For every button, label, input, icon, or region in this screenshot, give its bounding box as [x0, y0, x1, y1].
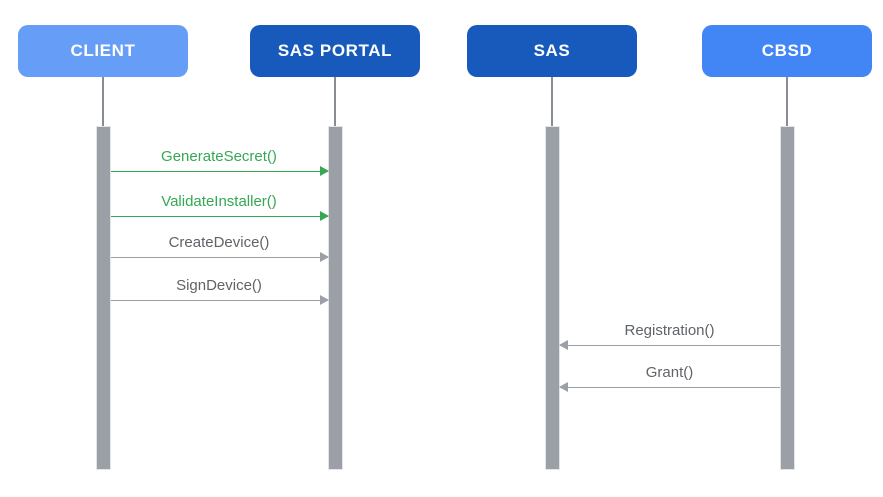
message-arrow-line [559, 386, 780, 388]
lifeline-client [102, 77, 104, 126]
message-label-create-device: CreateDevice() [168, 234, 270, 251]
message-validate-installer: ValidateInstaller() [110, 191, 329, 222]
message-label-registration: Registration() [624, 322, 715, 339]
message-arrow-line [110, 170, 328, 172]
actor-label-client: CLIENT [70, 41, 136, 60]
actor-label-cbsd: CBSD [761, 41, 813, 60]
message-label-sign-device: SignDevice() [176, 277, 262, 294]
actor-box-cbsd: CBSD [702, 25, 872, 77]
activation-bar-client [95, 126, 111, 470]
message-grant: Grant() [558, 362, 780, 393]
actor-box-sas: SAS [467, 25, 637, 77]
message-create-device: CreateDevice() [110, 232, 329, 263]
message-label-validate-installer: ValidateInstaller() [161, 193, 277, 210]
arrowhead-icon [319, 166, 329, 177]
arrowhead-icon [319, 295, 329, 306]
message-arrow-line [559, 344, 780, 346]
activation-bar-sas-portal [327, 126, 343, 470]
message-registration: Registration() [558, 320, 780, 351]
arrowhead-icon [558, 340, 568, 351]
activation-bar-sas [544, 126, 560, 470]
actor-box-client: CLIENT [18, 25, 188, 77]
lifeline-cbsd [786, 77, 788, 126]
actor-box-sas-portal: SAS PORTAL [250, 25, 420, 77]
lifeline-sas-portal [334, 77, 336, 126]
arrowhead-icon [319, 211, 329, 222]
lifeline-sas [551, 77, 553, 126]
message-label-grant: Grant() [645, 364, 694, 381]
arrowhead-icon [558, 382, 568, 393]
message-label-generate-secret: GenerateSecret() [161, 148, 277, 165]
actor-label-sas: SAS [533, 41, 571, 60]
message-arrow-line [110, 215, 328, 217]
actor-label-sas-portal: SAS PORTAL [277, 41, 393, 60]
message-generate-secret: GenerateSecret() [110, 146, 329, 177]
message-arrow-line [110, 299, 328, 301]
activation-bar-cbsd [779, 126, 795, 470]
message-sign-device: SignDevice() [110, 275, 329, 306]
arrowhead-icon [319, 252, 329, 263]
message-arrow-line [110, 256, 328, 258]
